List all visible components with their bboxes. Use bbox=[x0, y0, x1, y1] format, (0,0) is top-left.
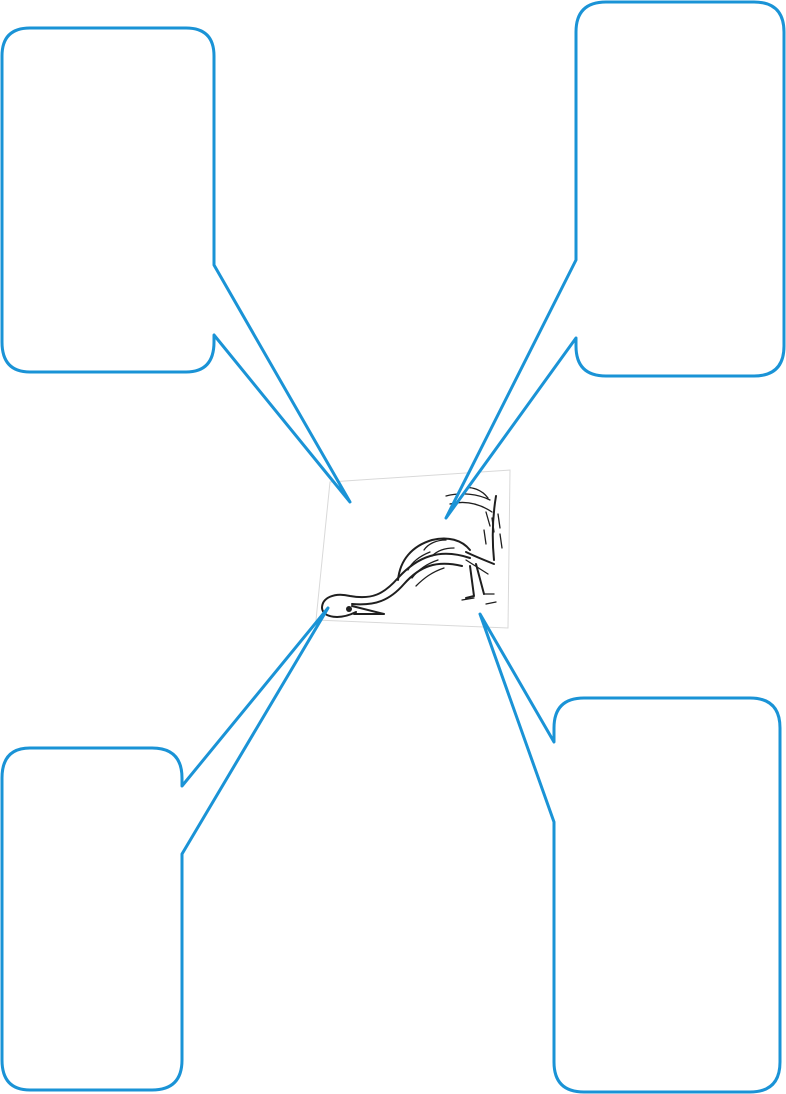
callout-top-right[interactable] bbox=[446, 2, 784, 518]
callout-bottom-right[interactable] bbox=[480, 614, 780, 1092]
speech-bubble bbox=[2, 608, 328, 1090]
callout-top-left[interactable] bbox=[2, 28, 350, 502]
speech-bubble bbox=[2, 28, 350, 502]
speech-bubble bbox=[480, 614, 780, 1092]
speech-bubble bbox=[446, 2, 784, 518]
callout-bottom-left[interactable] bbox=[2, 608, 328, 1090]
